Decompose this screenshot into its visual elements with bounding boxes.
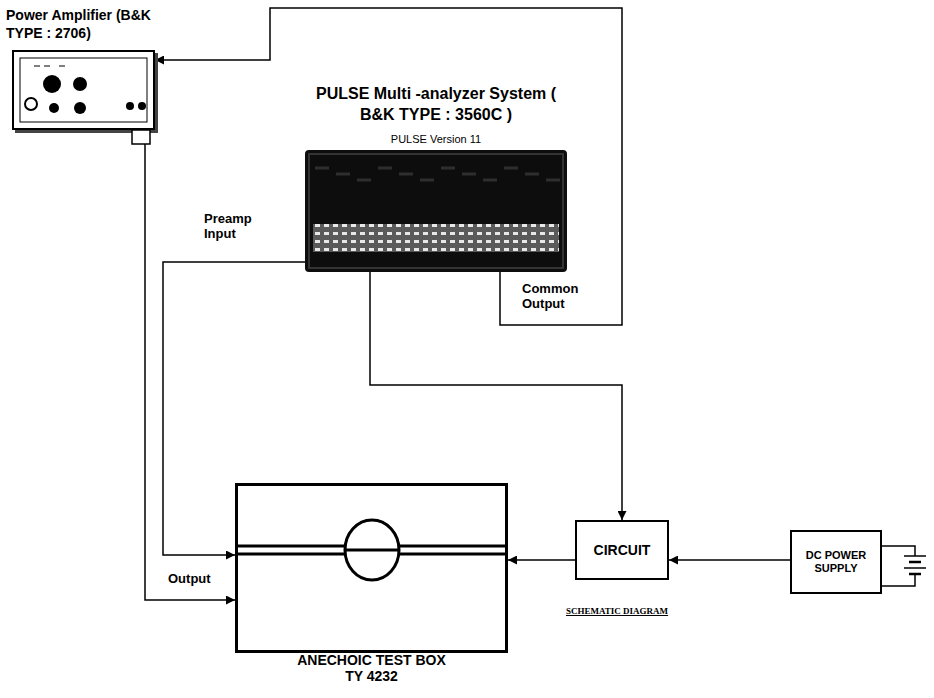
drawing-stroke bbox=[483, 179, 497, 182]
battery-wire bbox=[880, 546, 915, 556]
circuit-box: CIRCUIT bbox=[575, 520, 669, 580]
battery-plate bbox=[909, 561, 921, 564]
drawing-stroke bbox=[43, 75, 61, 93]
drawing-stroke bbox=[357, 179, 371, 182]
anechoic-test-box: ANECHOIC TEST BOX TY 4232 bbox=[235, 483, 508, 653]
drawing-stroke bbox=[441, 167, 455, 170]
drawing-stroke bbox=[504, 167, 518, 170]
power-supply-box: DC POWER SUPPLY bbox=[790, 530, 882, 594]
drawing-stroke bbox=[25, 98, 37, 110]
box-label: CIRCUIT bbox=[581, 542, 663, 559]
signal-wire bbox=[508, 559, 575, 561]
box-label: DC POWER SUPPLY bbox=[796, 549, 876, 575]
port-label: Preamp Input bbox=[204, 212, 268, 242]
drawing-stroke bbox=[126, 102, 134, 110]
drawing-stroke bbox=[462, 173, 476, 176]
power-amplifier: Power Amplifier (B&K TYPE : 2706) bbox=[12, 50, 155, 130]
drawing-stroke bbox=[313, 224, 559, 252]
drawing-stroke bbox=[345, 520, 399, 580]
test-illustration bbox=[238, 486, 505, 650]
diagram-caption: SCHEMATIC DIAGRAM bbox=[566, 606, 696, 616]
drawing-stroke bbox=[399, 173, 413, 176]
software-version: PULSE Version 11 bbox=[306, 132, 566, 146]
device-heading: ANECHOIC TEST BOX TY 4232 bbox=[287, 652, 457, 684]
drawing-stroke bbox=[420, 179, 434, 182]
battery-plate bbox=[904, 567, 926, 569]
port-label: Common Output bbox=[522, 282, 594, 312]
drawing-stroke bbox=[546, 179, 560, 182]
drawing-stroke bbox=[345, 549, 399, 552]
battery-wire bbox=[880, 574, 915, 586]
drawing-stroke bbox=[336, 173, 350, 176]
heading-block: PULSE Multi -analyzer System ( B&K TYPE … bbox=[306, 84, 566, 146]
drawing-stroke bbox=[138, 102, 146, 110]
device-heading: Power Amplifier (B&K TYPE : 2706) bbox=[6, 6, 156, 42]
drawing-stroke bbox=[44, 66, 50, 67]
drawing-stroke bbox=[309, 154, 563, 268]
drawing-stroke bbox=[34, 66, 40, 67]
heading-block: Power Amplifier (B&K TYPE : 2706) bbox=[6, 6, 156, 42]
pulse-illustration bbox=[305, 150, 567, 272]
analyzer-unit: PULSE Multi -analyzer System ( B&K TYPE … bbox=[305, 150, 567, 272]
drawing-stroke bbox=[59, 66, 65, 67]
device-heading: PULSE Multi -analyzer System ( B&K TYPE … bbox=[306, 84, 566, 126]
drawing-stroke bbox=[315, 167, 329, 170]
battery-plate bbox=[904, 555, 926, 557]
drawing-stroke bbox=[20, 58, 147, 122]
drawing-stroke bbox=[73, 77, 87, 91]
drawing-stroke bbox=[132, 130, 150, 144]
drawing-stroke bbox=[74, 102, 86, 114]
signal-wire bbox=[145, 130, 235, 600]
battery-symbol bbox=[880, 546, 926, 586]
drawing-stroke bbox=[525, 173, 539, 176]
amp-illustration bbox=[14, 52, 153, 128]
port-label: Output bbox=[168, 572, 228, 587]
signal-wire bbox=[155, 8, 622, 325]
drawing-stroke bbox=[378, 167, 392, 170]
signal-wire bbox=[669, 559, 790, 561]
drawing-stroke bbox=[49, 103, 59, 113]
heading-block: ANECHOIC TEST BOX TY 4232 bbox=[287, 652, 457, 684]
